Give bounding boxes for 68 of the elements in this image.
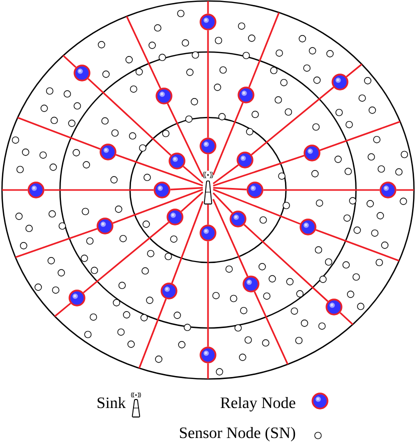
legend-label: Sink [98, 396, 126, 408]
radial-line [212, 164, 239, 184]
radial-line [207, 241, 209, 347]
radial-line [212, 192, 233, 214]
radial-line [207, 363, 209, 379]
relay-node [332, 74, 348, 90]
relay-node [200, 138, 216, 154]
radial-line [17, 116, 100, 150]
relay-node [74, 64, 90, 82]
radial-line [250, 86, 334, 156]
radial-line [212, 198, 248, 277]
relay-node [68, 290, 86, 306]
antenna-icon [202, 171, 214, 204]
relay-node [236, 152, 254, 168]
relay-node [300, 218, 316, 236]
radial-line [320, 120, 400, 151]
relay-node [238, 86, 254, 104]
relay-node [380, 182, 396, 198]
relay-node [166, 208, 184, 226]
relay-node [96, 218, 114, 234]
relay-node [200, 14, 216, 30]
radial-line [116, 154, 204, 186]
legend-label: Sensor Node (SN) [180, 426, 296, 442]
radial-line [182, 166, 204, 184]
relay-node [304, 144, 320, 162]
relay-node [156, 88, 172, 104]
radial-line [138, 298, 167, 368]
relay-node [200, 346, 216, 364]
radial-line [171, 201, 204, 284]
radial-line [263, 189, 380, 191]
relay-node [230, 210, 246, 228]
radial-line [244, 224, 328, 302]
radial-line [170, 186, 203, 190]
radial-line [396, 189, 414, 191]
radial-line [82, 222, 170, 294]
radial-line [340, 312, 354, 326]
radial-line [207, 204, 209, 225]
relay-node [326, 298, 342, 316]
radial-line [248, 12, 280, 88]
radial-line [316, 229, 400, 262]
radial-line [88, 78, 172, 156]
radial-line [207, 154, 209, 171]
relay-node [200, 224, 216, 242]
relay-node [242, 276, 260, 292]
relay-node [246, 182, 264, 198]
relay-node [100, 144, 116, 160]
radial-line [212, 188, 301, 225]
radial-line [213, 186, 247, 190]
relay-node [160, 282, 178, 300]
radial-line [166, 103, 204, 178]
radial-line [62, 54, 76, 68]
radial-line [212, 102, 244, 176]
radial-line [112, 188, 204, 224]
radial-line [54, 302, 72, 317]
radial-line [2, 189, 28, 191]
radial-line [207, 30, 209, 138]
relay-node [28, 182, 44, 198]
relay-node [168, 152, 186, 170]
radial-line [346, 64, 362, 78]
legend-label: Relay Node [220, 396, 296, 412]
radial-line [126, 16, 162, 89]
radial-line [254, 291, 288, 365]
relay-node [154, 182, 170, 198]
radial-line [180, 192, 204, 212]
radial-line [15, 228, 98, 258]
radial-line [212, 154, 304, 187]
radial-line [44, 189, 154, 191]
radial-line [207, 1, 209, 14]
